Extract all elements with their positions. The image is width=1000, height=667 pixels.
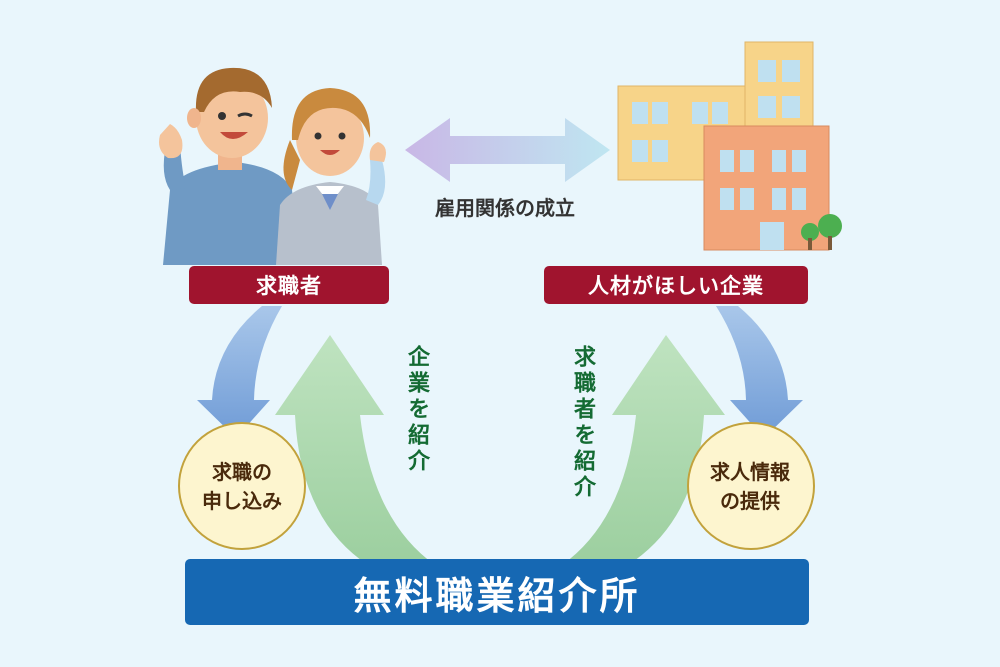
double-arrow-icon [405,118,610,182]
center-label: 無料職業紹介所 [185,559,809,625]
info-line1: 求人情報 [710,460,790,484]
job-seekers-illustration [159,67,386,265]
apply-circle-text: 求職の 申し込み [182,458,302,516]
apply-line1: 求職の [212,460,272,484]
job-seeker-label: 求職者 [189,266,389,304]
blue-arrow-right [716,306,803,438]
introduce-seeker-label: 求職者を紹介 [570,345,595,501]
company-label: 人材がほしい企業 [544,266,808,304]
circle-info [687,422,815,550]
apply-line2: 申し込み [202,489,282,513]
employment-label: 雇用関係の成立 [435,196,575,220]
green-arrow-left [275,335,435,565]
circle-apply [178,422,306,550]
info-line2: の提供 [720,489,780,513]
blue-arrow-left [197,306,282,438]
company-building-illustration [617,41,842,251]
green-arrow-right [562,335,725,565]
introduce-company-label: 企業を紹介 [404,345,429,475]
info-circle-text: 求人情報 の提供 [690,458,810,516]
